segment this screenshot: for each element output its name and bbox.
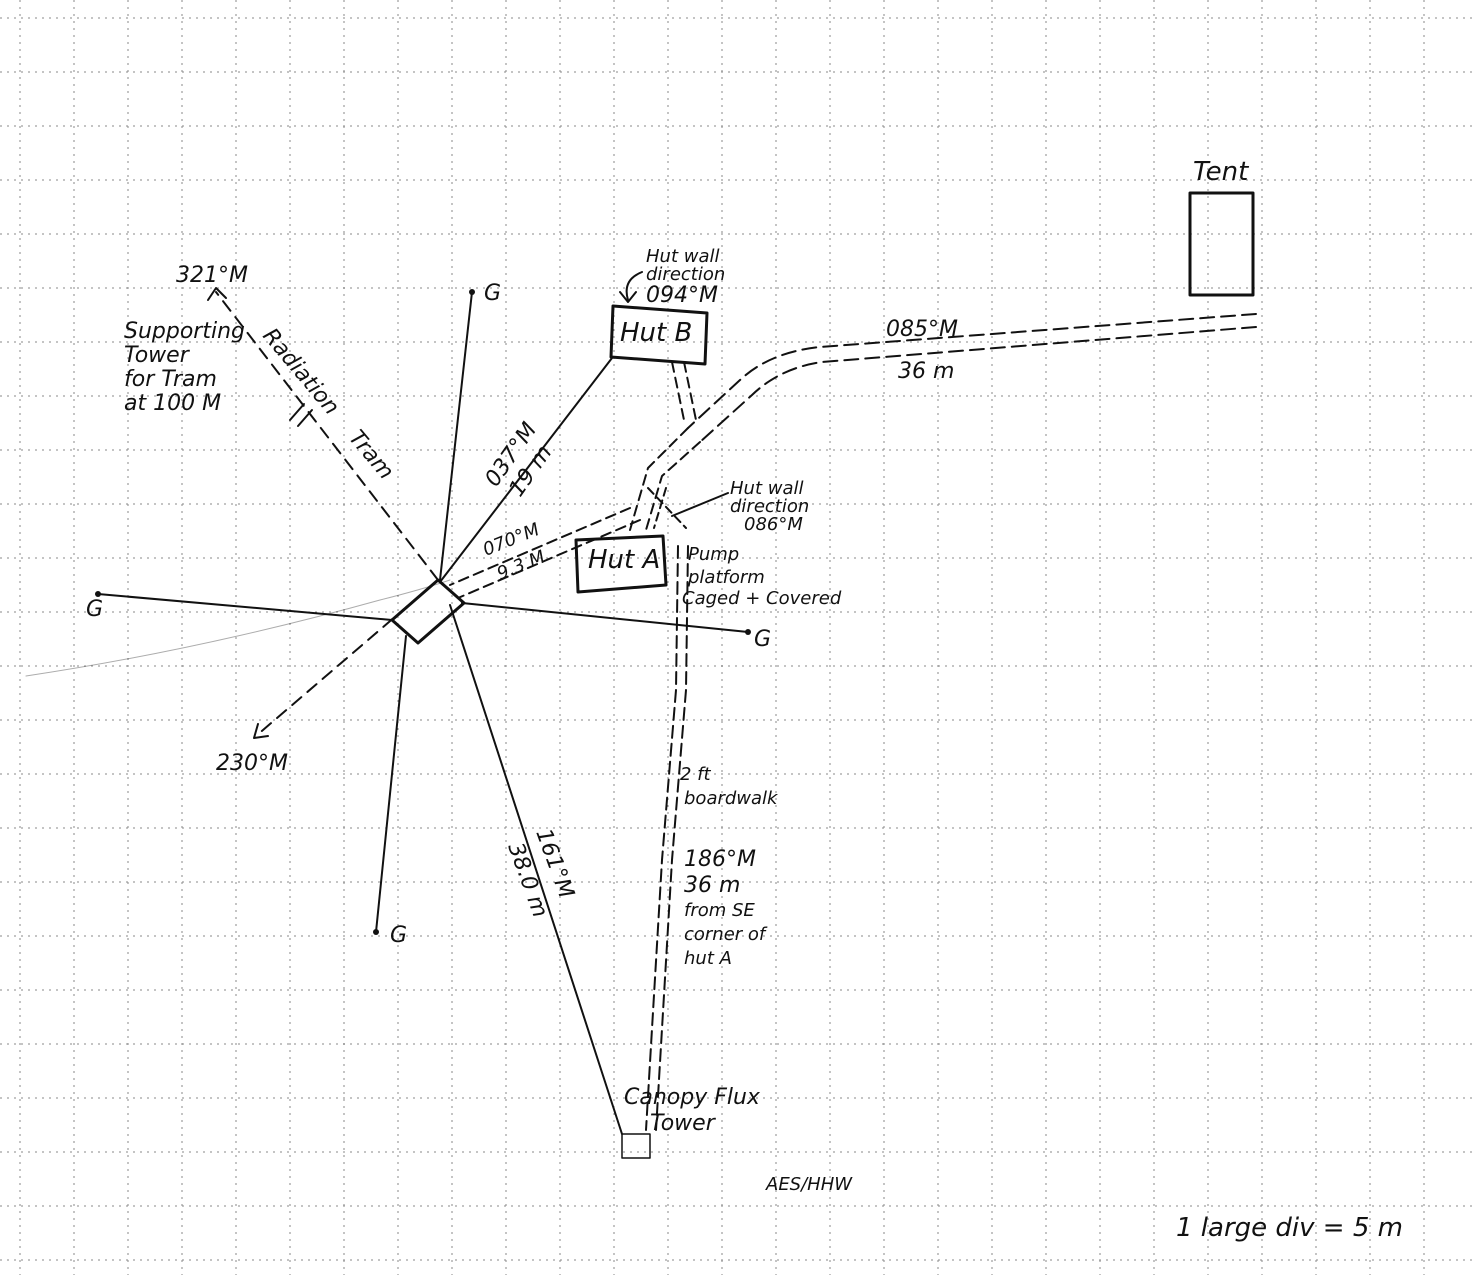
tram-label: Tram — [343, 426, 398, 485]
boardwalk-south-right — [655, 545, 689, 1131]
hut-a-wall-label-2: direction — [730, 496, 809, 517]
hut-b-wall-arrow — [625, 271, 643, 301]
guy-south-label: G — [390, 923, 407, 948]
boardwalk-junction-left — [629, 427, 689, 531]
guy-wire-east — [461, 602, 749, 633]
boardwalk-from-label-2: corner of — [684, 924, 768, 945]
bearing-230-label: 230°M — [216, 751, 288, 776]
radiation-tram-line — [215, 291, 439, 581]
boardwalk-south-left — [645, 545, 679, 1131]
canopy-flux-tower-box — [621, 1133, 651, 1159]
line-to-canopy-tower — [449, 604, 623, 1135]
guy-anchor-north — [469, 289, 475, 295]
boardwalk-from-label-3: hut A — [684, 948, 732, 969]
pump-label-1: Pump — [688, 544, 739, 565]
boardwalk-junction-right — [645, 441, 701, 531]
radiation-tram-break-mark — [289, 403, 313, 427]
radiation-label: Radiation — [257, 324, 343, 420]
boardwalk-huta-upper — [449, 507, 631, 586]
boardwalk-cross-1 — [647, 487, 687, 529]
faint-extension-line — [25, 579, 451, 677]
guy-east-label: G — [754, 627, 771, 652]
radiation-tram-arrowhead — [207, 287, 227, 301]
guy-wire-south — [375, 635, 407, 933]
hut-a-label: Hut A — [588, 545, 660, 575]
hut-b-wall-arrowhead — [619, 291, 637, 303]
boardwalk-distance-label: 36 m — [684, 873, 740, 898]
boardwalk-from-label-1: from SE — [684, 900, 755, 921]
pump-label-2: platform — [687, 567, 765, 588]
line-230-bearing — [255, 579, 439, 737]
boardwalk-bearing-label: 186°M — [684, 847, 756, 872]
hut-b-wall-label-3: 094°M — [646, 283, 718, 308]
hut-a-wall-pointer — [671, 492, 729, 517]
pump-label-3: Caged + Covered — [682, 588, 842, 609]
boardwalk-hutb-left — [671, 361, 685, 421]
tent-distance-label: 36 m — [898, 359, 954, 384]
guy-anchor-south — [373, 929, 379, 935]
line-230-arrowhead — [253, 723, 269, 739]
tent-bearing-label: 085°M — [886, 317, 958, 342]
tram-bearing-label: 321°M — [176, 263, 248, 288]
initials-label: AES/HHW — [765, 1174, 853, 1195]
guy-wire-north — [439, 291, 473, 581]
boardwalk-tent-lower — [699, 326, 1257, 443]
boardwalk-width-label: 2 ft — [680, 764, 712, 785]
hut-b-box — [609, 304, 709, 366]
scale-label: 1 large div = 5 m — [1176, 1213, 1403, 1243]
tent-box — [1188, 191, 1255, 297]
canopy-label-1: Canopy Flux — [624, 1085, 761, 1110]
hut-a-wall-label-1: Hut wall — [730, 478, 803, 499]
guy-north-label: G — [484, 281, 501, 306]
tent-label: Tent — [1193, 157, 1249, 187]
line-to-hut-b — [439, 357, 613, 583]
hut-b-wall-label-1: Hut wall — [646, 246, 719, 267]
guy-wire-west — [97, 593, 393, 621]
supporting-label-4: at 100 M — [124, 391, 221, 416]
hut-b-wall-label-2: direction — [646, 264, 725, 285]
supporting-label-2: Tower — [124, 343, 191, 368]
hut-a-wall-label-3: 086°M — [744, 514, 803, 535]
boardwalk-name-label: boardwalk — [684, 788, 779, 809]
boardwalk-tent-upper — [687, 313, 1257, 429]
hut-a-box — [574, 534, 668, 594]
guy-west-label: G — [86, 597, 103, 622]
supporting-label-1: Supporting — [124, 319, 245, 344]
boardwalk-huta-lower — [457, 519, 641, 599]
canopy-label-2: Tower — [650, 1111, 717, 1136]
guy-anchor-east — [745, 629, 751, 635]
boardwalk-hutb-right — [683, 361, 697, 421]
guy-anchor-west — [95, 591, 101, 597]
hut-b-label: Hut B — [620, 318, 692, 348]
supporting-label-3: for Tram — [124, 367, 217, 392]
boardwalk-cross-2 — [653, 487, 667, 529]
